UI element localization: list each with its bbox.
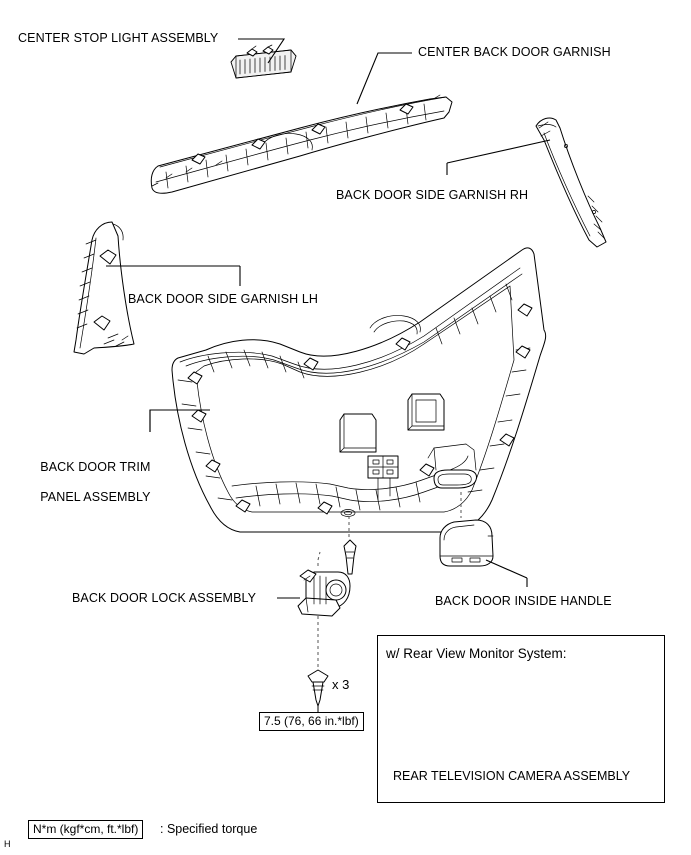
callout-back-door-trim-panel-assembly: BACK DOOR TRIM PANEL ASSEMBLY bbox=[26, 445, 151, 520]
leader-center-back-door-garnish bbox=[356, 52, 412, 105]
back-door-side-garnish-rh-art bbox=[535, 117, 607, 248]
callout-trim-panel-line2: PANEL ASSEMBLY bbox=[40, 490, 151, 504]
legend-description: : Specified torque bbox=[160, 822, 258, 836]
leader-inside-handle-to-part bbox=[485, 559, 528, 579]
callout-back-door-side-garnish-rh: BACK DOOR SIDE GARNISH RH bbox=[336, 188, 529, 202]
callout-back-door-side-garnish-lh: BACK DOOR SIDE GARNISH LH bbox=[128, 292, 319, 306]
center-stop-light-assembly-art bbox=[230, 44, 297, 79]
leader-rh-to-part bbox=[446, 139, 551, 164]
inset-title: w/ Rear View Monitor System: bbox=[386, 646, 567, 661]
callout-back-door-inside-handle: BACK DOOR INSIDE HANDLE bbox=[435, 594, 612, 608]
back-door-trim-panel-assembly-art bbox=[171, 247, 547, 533]
callout-center-back-door-garnish: CENTER BACK DOOR GARNISH bbox=[418, 45, 611, 59]
trim-clip-art bbox=[343, 539, 357, 575]
callout-trim-panel-line1: BACK DOOR TRIM bbox=[40, 460, 151, 474]
bolt-quantity-label: x 3 bbox=[332, 677, 350, 692]
bolt-art bbox=[307, 669, 329, 707]
back-door-inside-handle-art bbox=[439, 519, 494, 567]
back-door-side-garnish-lh-art bbox=[73, 221, 135, 355]
callout-back-door-lock-assembly: BACK DOOR LOCK ASSEMBLY bbox=[72, 591, 257, 605]
rear-view-monitor-inset bbox=[377, 635, 665, 803]
callout-center-stop-light-assembly: CENTER STOP LIGHT ASSEMBLY bbox=[18, 31, 219, 45]
torque-spec-box: 7.5 (76, 66 in.*lbf) bbox=[259, 712, 364, 731]
center-back-door-garnish-art bbox=[150, 94, 453, 194]
page-corner-mark: H bbox=[4, 839, 11, 849]
legend-torque-unit-box: N*m (kgf*cm, ft.*lbf) bbox=[28, 820, 144, 839]
leader-center-stop-light bbox=[238, 38, 286, 64]
inset-caption-rear-television-camera-assembly: REAR TELEVISION CAMERA ASSEMBLY bbox=[393, 769, 631, 783]
lock-upper-dashline bbox=[317, 551, 321, 566]
back-door-lock-assembly-art bbox=[297, 569, 351, 617]
